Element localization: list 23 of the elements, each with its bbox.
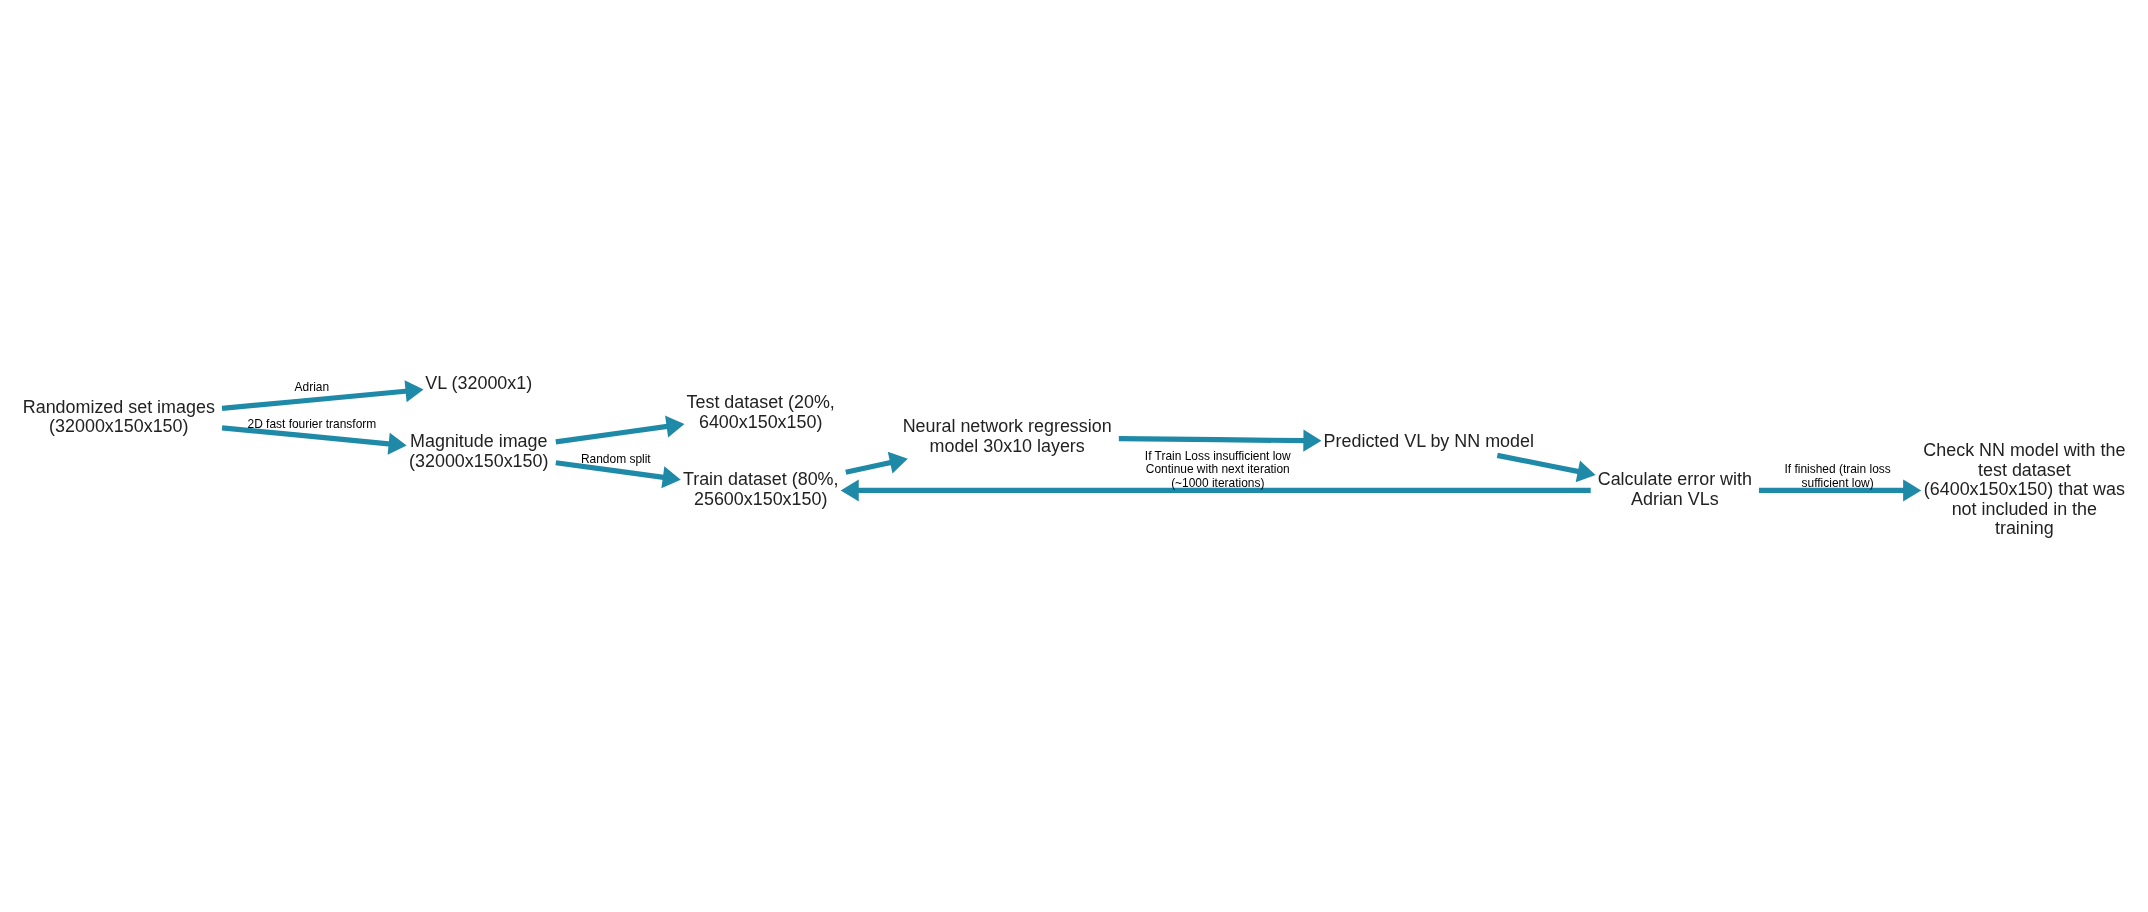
edge-label: 2D fast fourier transform xyxy=(247,416,377,431)
edge-label: Adrian xyxy=(294,379,330,394)
arrow xyxy=(1118,429,1322,452)
node-text: Calculate error with Adrian VLs xyxy=(1597,468,1752,509)
edge-label: If Train Loss insufficient low Continue with next iteration (~1000 iterations) xyxy=(1144,448,1291,490)
arrow xyxy=(1496,452,1596,482)
arrow xyxy=(845,451,908,475)
edge-label: Random split xyxy=(580,451,651,466)
arrow xyxy=(221,379,424,411)
node-text: Predicted VL by NN model xyxy=(1323,430,1534,451)
node-text: Randomized set images (32000x150x150) xyxy=(22,396,215,436)
node-text: VL (32000x1) xyxy=(425,372,533,393)
arrow xyxy=(555,459,681,488)
arrow xyxy=(555,415,685,444)
node-text: Train dataset (80%, 25600x150x150) xyxy=(682,468,839,509)
node-text: Check NN model with the test dataset (6400x150x150) that was not included in the training xyxy=(1923,439,2126,538)
edge-label: If finished (train loss sufficient low) xyxy=(1784,461,1891,490)
arrow xyxy=(1758,478,1922,502)
arrow xyxy=(840,478,1591,502)
node-text: Test dataset (20%, 6400x150x150) xyxy=(686,391,835,432)
arrow xyxy=(221,424,407,455)
node-text: Magnitude image (32000x150x150) xyxy=(409,430,549,471)
node-text: Neural network regression model 30x10 layers xyxy=(902,415,1112,456)
